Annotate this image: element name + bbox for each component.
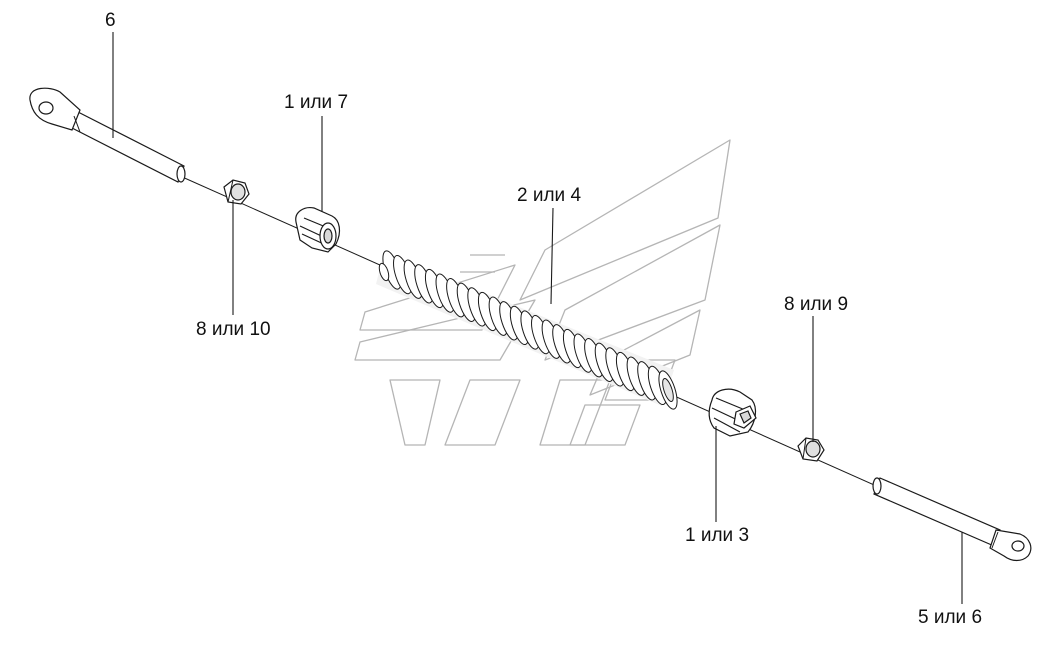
label-nut-bottom: 8 или 9	[784, 294, 849, 315]
bushing-top	[295, 207, 341, 253]
rod-eye-top	[29, 87, 186, 183]
label-bushing-bottom: 1 или 3	[685, 525, 750, 546]
spring-coil	[376, 250, 678, 410]
rod-eye-bottom	[872, 477, 1032, 562]
label-bushing-top: 1 или 7	[284, 92, 349, 113]
nut-bottom	[797, 437, 825, 462]
label-spring: 2 или 4	[517, 185, 582, 206]
nut-top	[223, 179, 250, 205]
label-rod-eye-bottom: 5 или 6	[918, 607, 983, 628]
spring-end	[662, 378, 674, 402]
label-nut-top: 8 или 10	[196, 319, 271, 340]
bushing-bottom	[708, 388, 757, 437]
spring-start	[378, 262, 390, 282]
leader-lines	[112, 32, 963, 604]
label-rod-eye-top: 6	[105, 10, 116, 31]
leader-spring	[550, 207, 554, 305]
